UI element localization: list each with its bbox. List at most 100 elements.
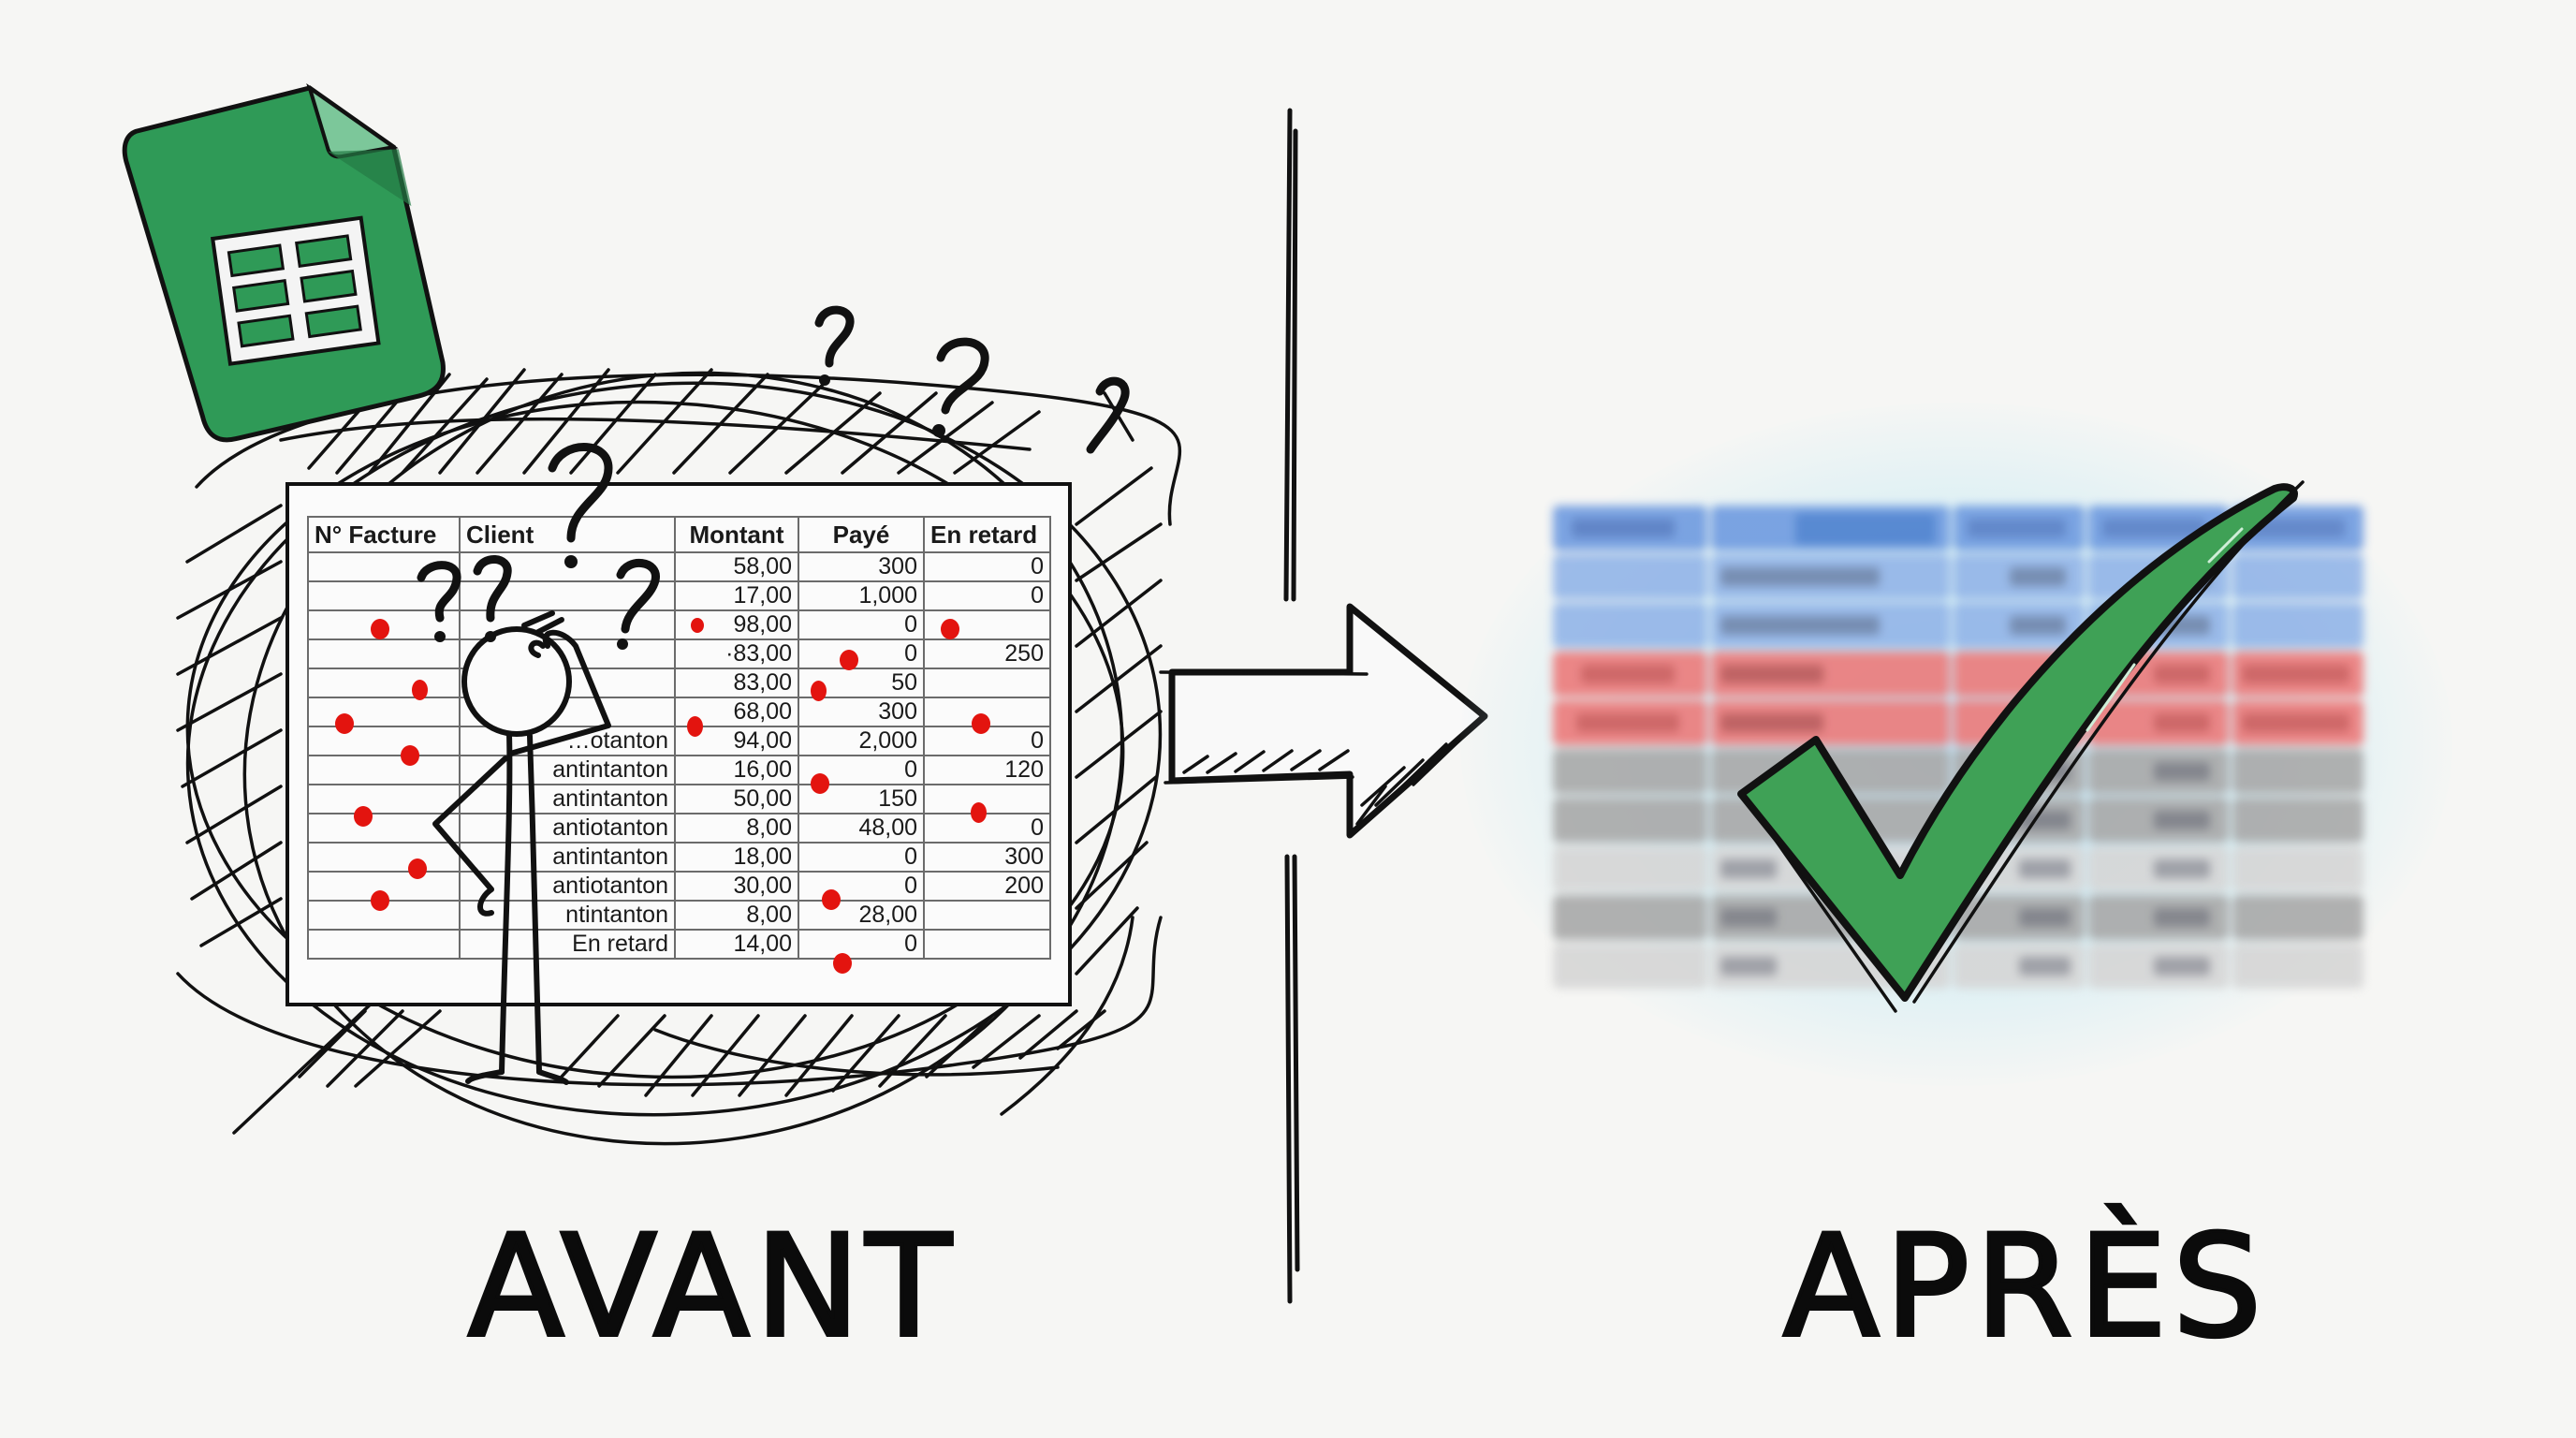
- error-dot: [971, 802, 987, 823]
- clean-cell-overdue: [2232, 652, 2364, 697]
- question-mark-icon: [417, 305, 1130, 634]
- error-dot: [972, 713, 990, 734]
- cell-facture: [307, 638, 461, 669]
- cell-client: ntintanton: [459, 900, 676, 931]
- clean-cell: [1553, 749, 1707, 794]
- error-dot: [811, 773, 829, 794]
- error-dot: [412, 680, 428, 700]
- clean-cell-overdue: [1553, 652, 1707, 697]
- cell-retard: 0: [923, 813, 1051, 844]
- cell-montant: 50,00: [674, 784, 799, 814]
- error-dot: [371, 619, 389, 639]
- cell-facture: [307, 726, 461, 756]
- clean-cell: [1711, 603, 1950, 648]
- cell-montant: ·83,00: [674, 638, 799, 669]
- cell-paye: 28,00: [798, 900, 925, 931]
- cell-client: antiotanton: [459, 813, 676, 844]
- cell-paye: 0: [798, 842, 925, 873]
- error-dot: [833, 953, 852, 974]
- error-dot: [401, 745, 419, 766]
- error-dot: [335, 713, 354, 734]
- header-facture: N° Facture: [307, 516, 461, 553]
- cell-retard: [923, 668, 1051, 698]
- cell-facture: [307, 697, 461, 727]
- cell-facture: [307, 784, 461, 814]
- clean-cell-overdue: [2232, 700, 2364, 745]
- clean-cell: [2088, 895, 2229, 940]
- before-label: AVANT: [466, 1206, 958, 1369]
- cell-facture: [307, 813, 461, 844]
- clean-cell: [2088, 798, 2229, 843]
- clean-header-cell: [1711, 506, 1950, 550]
- cell-montant: 17,00: [674, 580, 799, 611]
- clean-cell: [2088, 749, 2229, 794]
- clean-cell: [1954, 554, 2085, 599]
- cell-retard: 120: [923, 755, 1051, 785]
- clean-cell: [1553, 603, 1707, 648]
- cell-paye: 300: [798, 551, 925, 582]
- clean-cell: [1954, 895, 2085, 940]
- cell-paye: 0: [798, 609, 925, 640]
- cell-retard: 200: [923, 871, 1051, 902]
- cell-paye: 48,00: [798, 813, 925, 844]
- cell-client: En retard: [459, 929, 676, 960]
- cell-facture: [307, 755, 461, 785]
- cell-montant: 8,00: [674, 900, 799, 931]
- clean-cell: [1711, 554, 1950, 599]
- error-dot: [354, 806, 373, 827]
- cell-montant: 68,00: [674, 697, 799, 727]
- clean-cell: [2232, 895, 2364, 940]
- cell-retard: 0: [923, 551, 1051, 582]
- after-label: APRÈS: [1781, 1206, 2268, 1369]
- clean-cell: [2232, 749, 2364, 794]
- clean-cell: [2232, 846, 2364, 891]
- cell-montant: 30,00: [674, 871, 799, 902]
- error-dot: [811, 681, 827, 701]
- clean-cell: [2232, 603, 2364, 648]
- clean-cell: [2232, 554, 2364, 599]
- cell-facture: [307, 929, 461, 960]
- clean-cell: [1553, 895, 1707, 940]
- cell-client: antiotanton: [459, 871, 676, 902]
- header-paye: Payé: [798, 516, 925, 553]
- clean-cell: [2088, 944, 2229, 989]
- cell-paye: 0: [798, 929, 925, 960]
- cell-client: antintanton: [459, 842, 676, 873]
- clean-cell: [2088, 846, 2229, 891]
- clean-cell-overdue: [1553, 700, 1707, 745]
- error-dot: [687, 716, 703, 737]
- cell-montant: 16,00: [674, 755, 799, 785]
- cell-paye: 2,000: [798, 726, 925, 756]
- error-dot: [941, 619, 959, 639]
- clean-cell: [2232, 944, 2364, 989]
- header-retard: En retard: [923, 516, 1051, 553]
- error-dot: [822, 889, 841, 910]
- cell-retard: 300: [923, 842, 1051, 873]
- messy-invoice-table: N° Facture Client Montant Payé En retard…: [307, 516, 1051, 960]
- cell-retard: 0: [923, 580, 1051, 611]
- cell-paye: 1,000: [798, 580, 925, 611]
- clean-header-cell: [1553, 506, 1707, 550]
- error-dot: [691, 618, 704, 633]
- table-header-row: N° Facture Client Montant Payé En retard: [307, 516, 1051, 553]
- header-montant: Montant: [674, 516, 799, 553]
- clean-cell: [1553, 798, 1707, 843]
- cell-retard: [923, 784, 1051, 814]
- cell-facture: [307, 842, 461, 873]
- cell-paye: 0: [798, 638, 925, 669]
- cell-retard: [923, 929, 1051, 960]
- error-dot: [408, 858, 427, 879]
- clean-cell: [2232, 798, 2364, 843]
- cell-facture: [307, 580, 461, 611]
